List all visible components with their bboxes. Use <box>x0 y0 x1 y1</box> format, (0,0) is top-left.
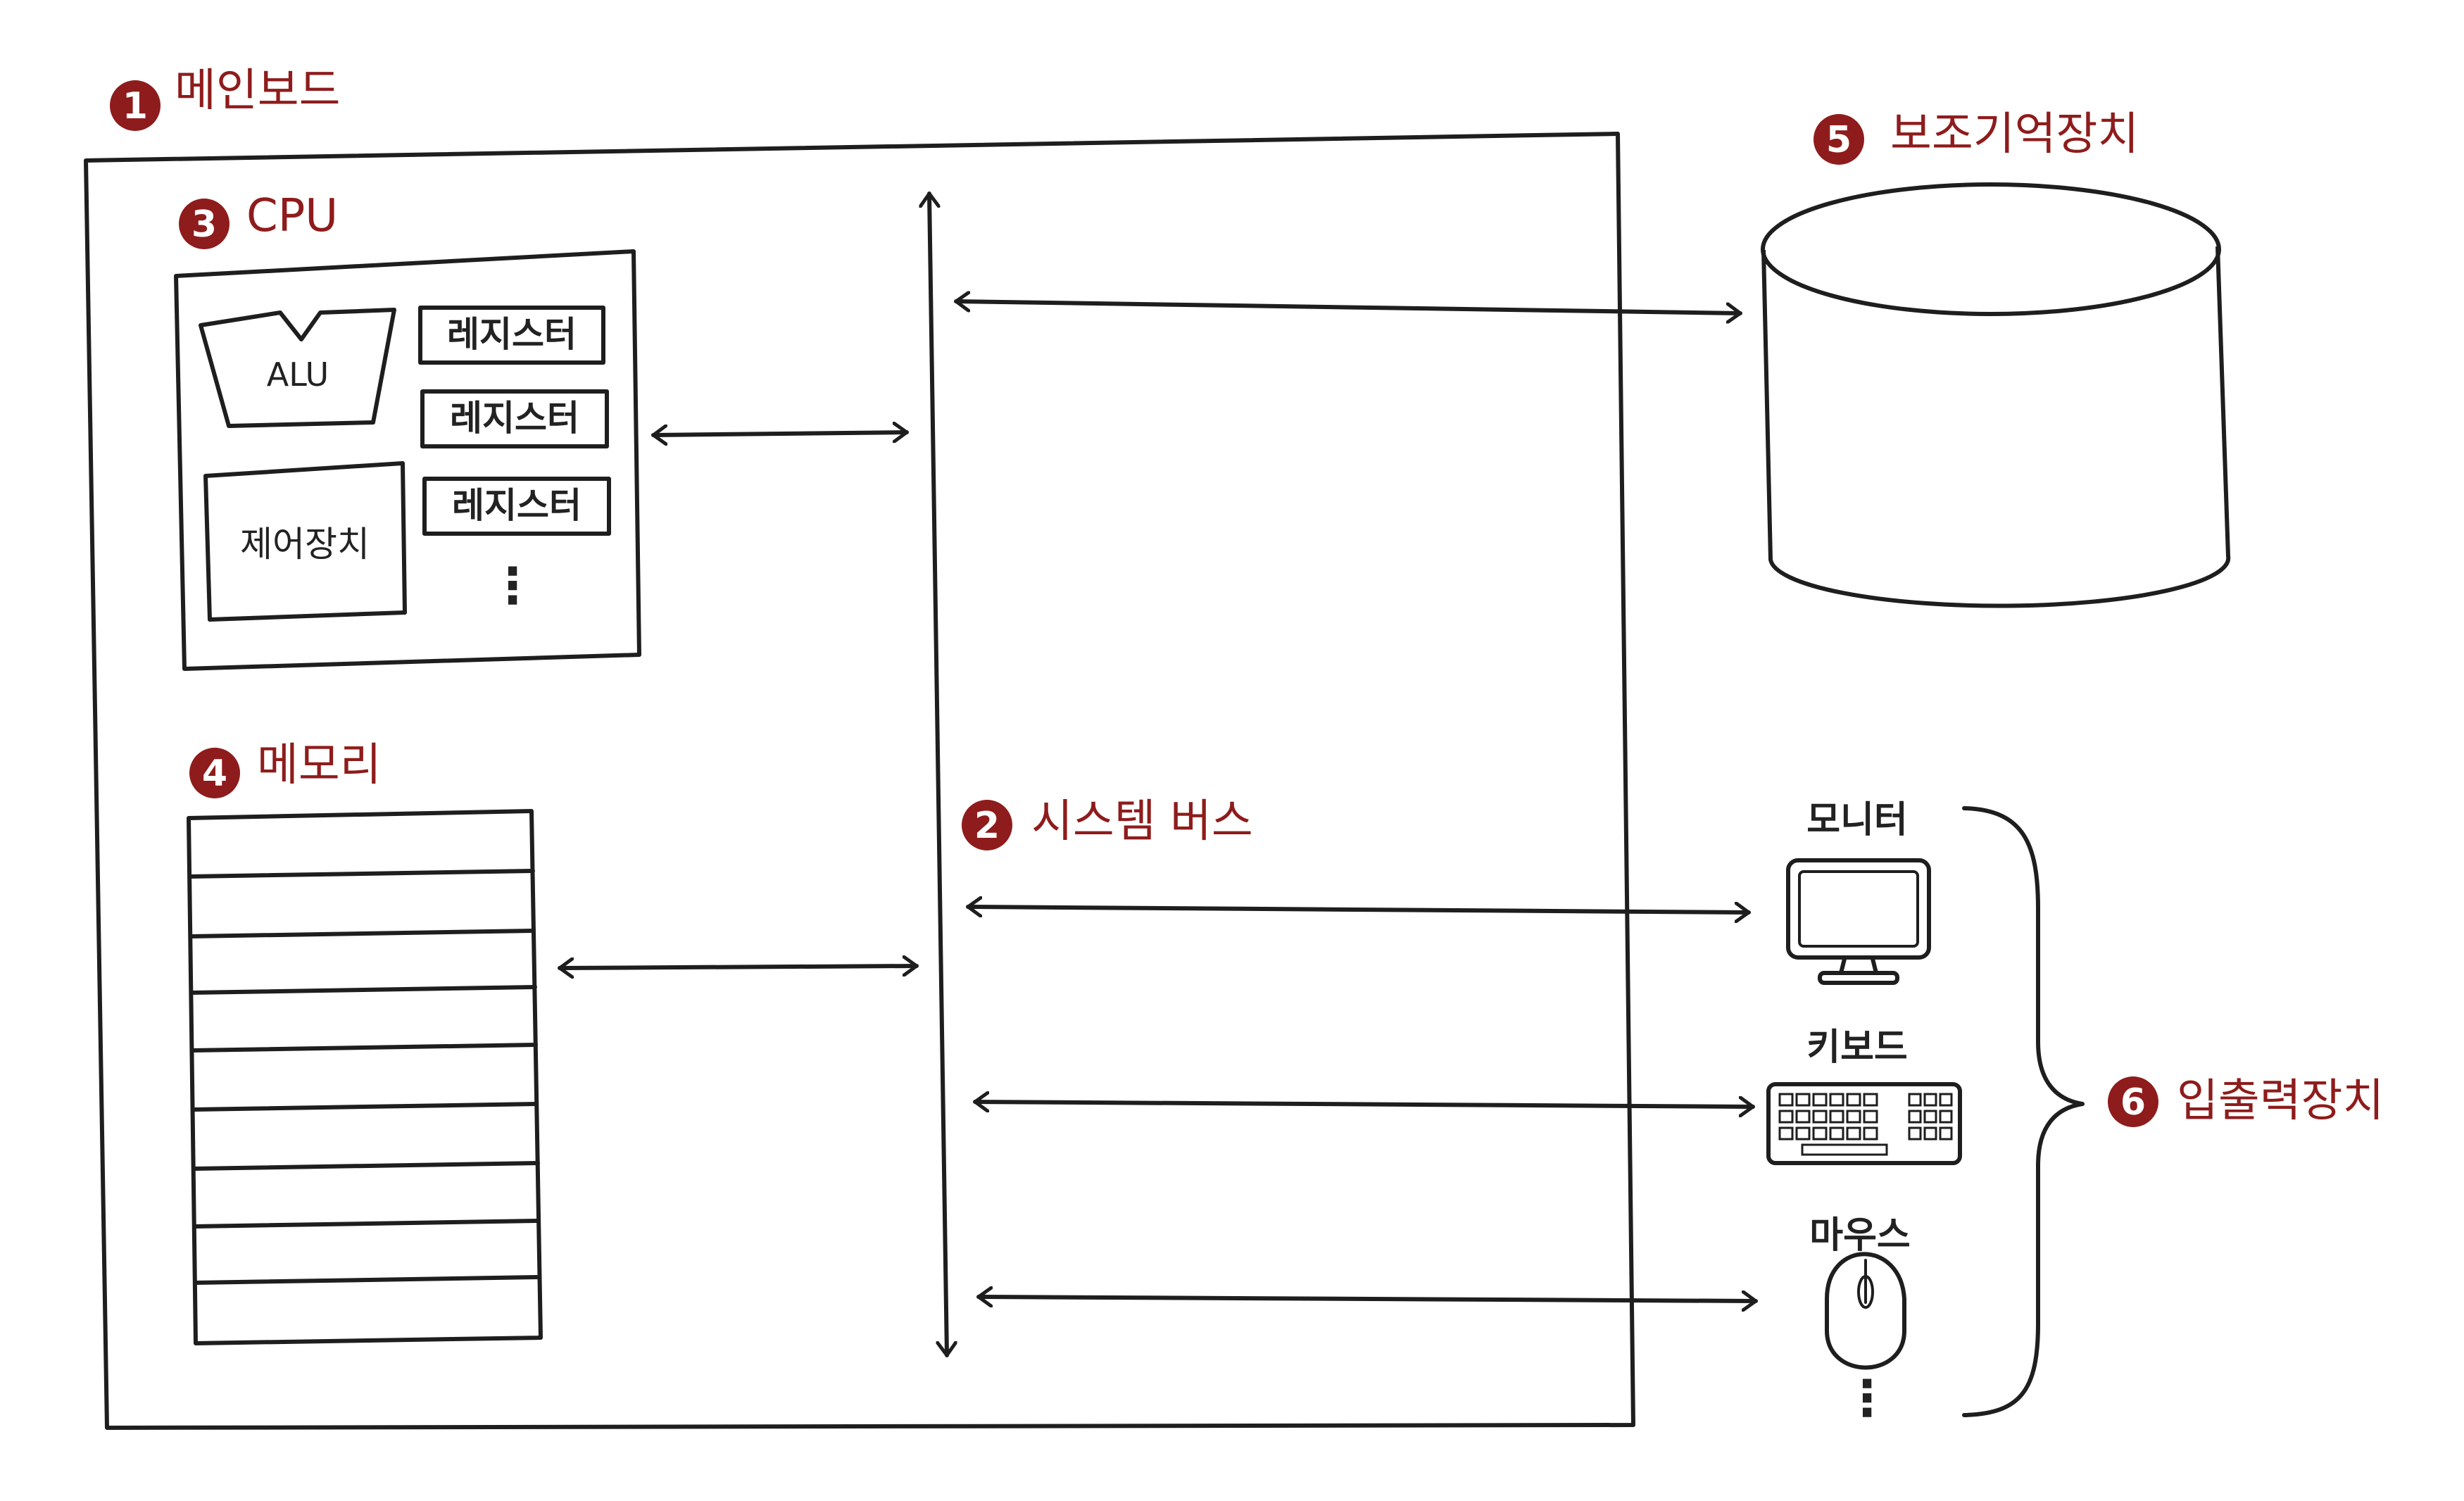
monitor-stand <box>1818 971 1899 985</box>
cylinder-top <box>1761 182 2221 316</box>
register-1-label: 레지스터 <box>447 314 577 355</box>
memory-bus-arrow <box>558 966 919 968</box>
memory-cell-divider <box>189 929 536 938</box>
keyboard-keys <box>1778 1093 1953 1156</box>
memory-cell-divider <box>192 1219 541 1229</box>
storage-bus-arrow <box>954 301 1742 313</box>
cpu-bus-arrow <box>651 432 909 435</box>
mainboard-title: 메인보드 <box>175 65 341 117</box>
secondary-storage: 5 보조기억장치 <box>1761 108 2231 608</box>
storage-label: 5 보조기억장치 <box>1814 108 2139 165</box>
badge-5 <box>1814 114 1864 165</box>
mouse-label: 마우스 <box>1809 1214 1911 1257</box>
memory-label: 4 메모리 <box>189 739 382 798</box>
system-bus-line <box>929 191 947 1357</box>
memory-cell-divider <box>188 869 535 879</box>
mouse-bus-arrow <box>976 1297 1758 1301</box>
memory-cell-divider <box>190 1043 538 1053</box>
memory-cell-divider <box>189 985 537 995</box>
system-bus: 2 시스템 버스 <box>929 191 1253 1357</box>
monitor-icon <box>1786 858 1931 985</box>
register-2-label: 레지스터 <box>450 398 579 439</box>
register-3-label: 레지스터 <box>452 485 582 526</box>
cpu-title: CPU <box>246 190 338 242</box>
io-label: 6 입출력장치 <box>2108 1075 2384 1127</box>
register-more-ellipsis: ⋮ <box>488 557 537 615</box>
mainboard: 1 메인보드 <box>84 65 1635 1430</box>
memory-cells <box>188 869 541 1285</box>
keyboard-body <box>1766 1082 1962 1165</box>
io-title: 입출력장치 <box>2177 1075 2384 1127</box>
alu: ALU <box>199 308 396 428</box>
storage-title: 보조기억장치 <box>1890 108 2139 161</box>
control-unit-label: 제어장치 <box>240 524 370 565</box>
mouse-body <box>1825 1252 1906 1370</box>
memory-cell-divider <box>191 1102 539 1112</box>
memory-cell-divider <box>191 1161 540 1171</box>
badge-6 <box>2108 1076 2158 1127</box>
svg-text:6: 6 <box>2120 1081 2146 1124</box>
control-unit-box <box>203 461 407 622</box>
memory-box <box>187 809 543 1345</box>
monitor: 모니터 <box>1786 799 1931 985</box>
keyboard-bus-arrow <box>973 1102 1755 1107</box>
memory-title: 메모리 <box>257 739 382 791</box>
svg-text:3: 3 <box>191 203 217 246</box>
control-unit: 제어장치 <box>203 461 407 622</box>
register-1: 레지스터 <box>418 306 605 365</box>
cpu: 3 CPU ALU 제어장치 레지스터 레지스터 레지스터 ⋮ <box>174 190 641 671</box>
memory-cell-divider <box>193 1275 541 1285</box>
devices-more-ellipsis: ⋮ <box>1842 1369 1892 1427</box>
cpu-label: 3 CPU <box>179 190 338 249</box>
register-3-box <box>422 477 611 536</box>
register-3: 레지스터 <box>422 477 611 536</box>
monitor-screen-inner <box>1798 870 1919 948</box>
mainboard-label: 1 메인보드 <box>110 65 341 131</box>
badge-3 <box>179 199 230 249</box>
svg-text:2: 2 <box>974 805 1000 847</box>
memory: 4 메모리 <box>187 739 543 1345</box>
register-2-box <box>420 389 609 448</box>
mouse-wheel <box>1857 1275 1874 1309</box>
register-1-box <box>418 306 605 365</box>
system-bus-label: 2 시스템 버스 <box>962 796 1253 850</box>
alu-label: ALU <box>267 356 329 394</box>
monitor-label: 모니터 <box>1806 799 1908 841</box>
io-group-brace <box>1962 806 2085 1417</box>
cylinder-body <box>1761 246 2231 608</box>
svg-text:4: 4 <box>202 753 227 795</box>
monitor-screen <box>1786 858 1931 960</box>
svg-text:5: 5 <box>1826 119 1852 161</box>
mouse-icon <box>1825 1252 1906 1370</box>
badge-4 <box>189 748 240 798</box>
io-devices: 모니터 키보드 <box>1766 799 2384 1427</box>
register-2: 레지스터 <box>420 389 609 448</box>
keyboard-label: 키보드 <box>1806 1026 1908 1069</box>
badge-1 <box>110 80 161 131</box>
cpu-box <box>174 249 641 671</box>
monitor-bus-arrow <box>966 907 1751 912</box>
alu-shape <box>199 308 396 428</box>
keyboard-icon <box>1766 1082 1962 1165</box>
keyboard: 키보드 <box>1766 1026 1962 1165</box>
svg-text:1: 1 <box>122 85 148 127</box>
storage-cylinder-icon <box>1761 182 2231 608</box>
badge-2 <box>962 800 1012 850</box>
mouse: 마우스 <box>1809 1214 1911 1370</box>
mainboard-outline <box>84 132 1635 1430</box>
system-bus-title: 시스템 버스 <box>1031 796 1253 848</box>
